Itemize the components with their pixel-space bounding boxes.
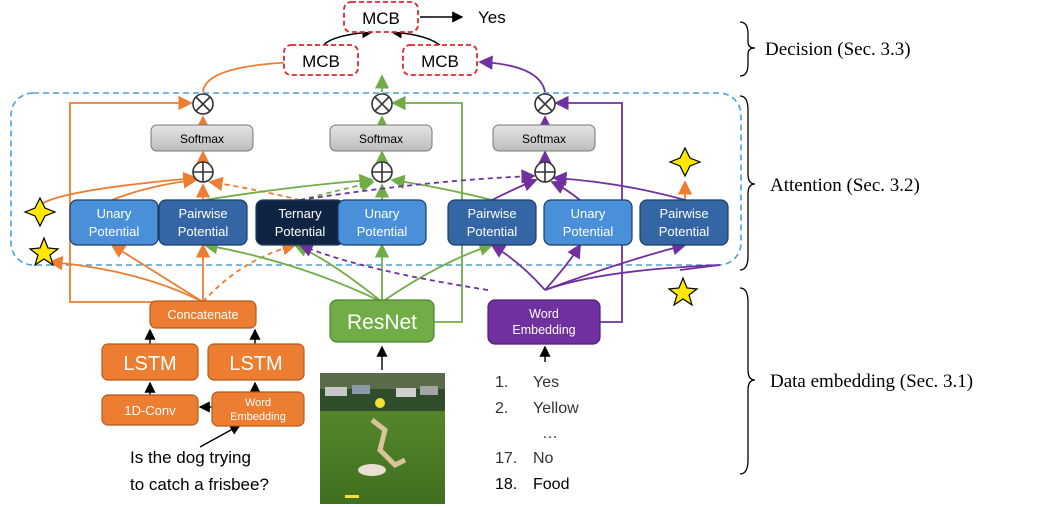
potential-label: Potential — [275, 224, 326, 239]
mcb-right: MCB — [402, 44, 478, 76]
potential-label: Potential — [467, 224, 518, 239]
svg-text:Concatenate: Concatenate — [168, 308, 239, 322]
question-text: to catch a frisbee? — [130, 475, 269, 494]
question-word-embedding-box: Word Embedding — [211, 391, 305, 427]
answer-list: 1. Yes 2. Yellow … 17. No 18. Food — [495, 374, 579, 493]
svg-text:Embedding: Embedding — [512, 323, 575, 337]
section-label-attention: Attention (Sec. 3.2) — [770, 175, 920, 196]
potential-label: Ternary — [278, 206, 322, 221]
svg-text:MCB: MCB — [362, 9, 400, 28]
star-icon — [23, 146, 702, 307]
svg-text:1D-Conv: 1D-Conv — [124, 403, 176, 418]
potential-label: Unary — [97, 206, 132, 221]
svg-text:MCB: MCB — [302, 52, 340, 71]
softmax-box: Softmax — [492, 124, 596, 152]
svg-text:LSTM: LSTM — [229, 353, 282, 375]
svg-text:Embedding: Embedding — [230, 411, 286, 423]
svg-text:MCB: MCB — [421, 52, 459, 71]
multiply-node — [192, 93, 556, 115]
potential-label: Unary — [365, 206, 400, 221]
resnet-box: ResNet — [329, 299, 435, 343]
answer-text: Yes — [533, 374, 559, 391]
potential-label: Pairwise — [659, 206, 708, 221]
decision-output: Yes — [478, 8, 506, 27]
conv-box: 1D-Conv — [101, 394, 199, 426]
answer-number: 2. — [495, 400, 508, 417]
potentials-row: UnaryPotentialPairwisePotentialTernaryPo… — [69, 199, 729, 246]
svg-text:Softmax: Softmax — [359, 132, 403, 146]
concatenate-box: Concatenate — [149, 300, 257, 329]
section-label-embedding: Data embedding (Sec. 3.1) — [770, 371, 973, 392]
potential-label: Potential — [659, 224, 710, 239]
svg-text:Word: Word — [529, 307, 559, 321]
answer-text: Yellow — [533, 400, 579, 417]
mcb-top: MCB — [343, 1, 419, 33]
svg-text:LSTM: LSTM — [123, 353, 176, 375]
answer-number: 17. — [495, 450, 517, 467]
lstm-left-box: LSTM — [101, 343, 199, 381]
svg-text:Word: Word — [245, 397, 271, 409]
answer-number: 18. — [495, 476, 517, 493]
potential-label: Pairwise — [178, 206, 227, 221]
connections — [39, 11, 721, 448]
softmax-box: Softmax — [150, 124, 254, 152]
input-image — [320, 373, 445, 504]
svg-text:Softmax: Softmax — [180, 132, 224, 146]
svg-text:ResNet: ResNet — [347, 311, 417, 334]
answer-text: No — [533, 450, 554, 467]
potential-label: Potential — [563, 224, 614, 239]
section-label-decision: Decision (Sec. 3.3) — [765, 39, 911, 60]
question-text: Is the dog trying — [130, 448, 251, 467]
answer-word-embedding-box: Word Embedding — [487, 299, 601, 345]
section-brace — [739, 21, 756, 475]
answer-text: … — [542, 425, 558, 442]
svg-text:Softmax: Softmax — [522, 132, 566, 146]
answer-text: Food — [533, 476, 569, 493]
potential-label: Pairwise — [467, 206, 516, 221]
potential-label: Potential — [89, 224, 140, 239]
potential-label: Potential — [357, 224, 408, 239]
answer-number: 1. — [495, 374, 508, 391]
plus-node — [192, 161, 556, 183]
mcb-left: MCB — [283, 44, 359, 76]
potential-label: Potential — [178, 224, 229, 239]
potential-label: Unary — [571, 206, 606, 221]
lstm-right-box: LSTM — [207, 343, 305, 381]
softmax-box: Softmax — [329, 124, 433, 152]
attention-frame — [10, 92, 742, 266]
